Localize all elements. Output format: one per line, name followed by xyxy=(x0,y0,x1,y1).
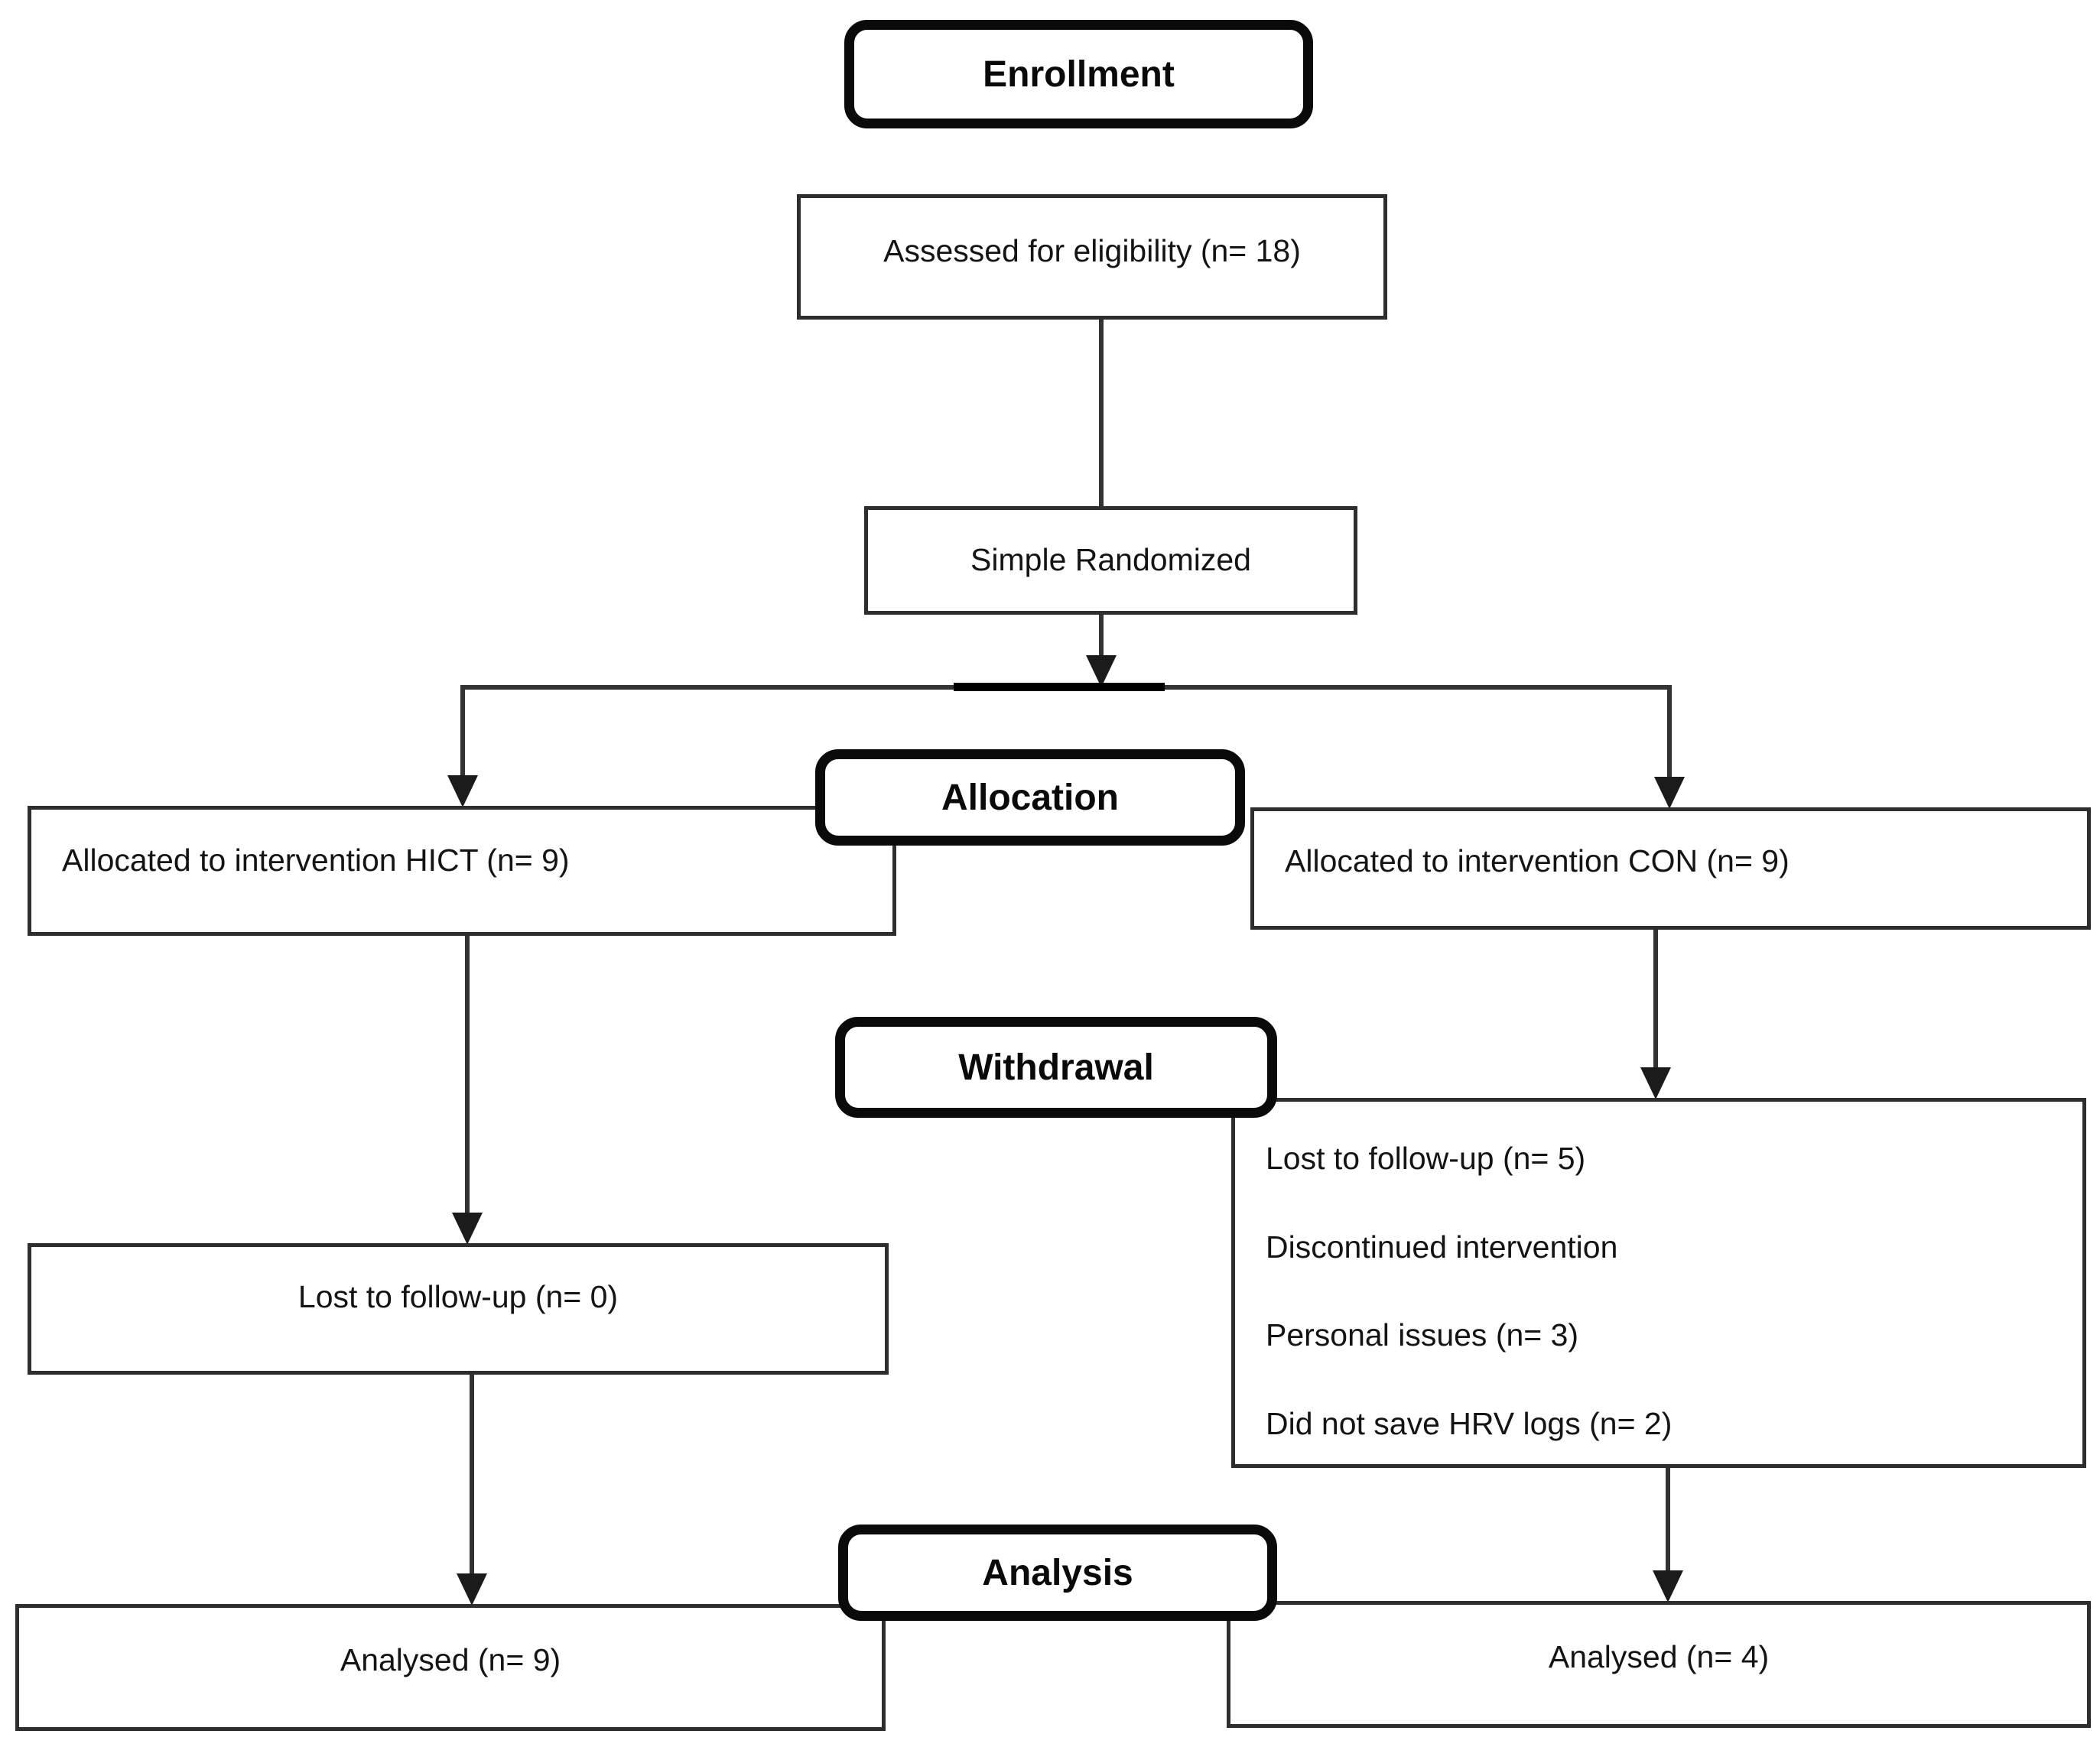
arrowhead-to-allocation-hict-icon xyxy=(447,775,478,807)
lost-followup-hict-box: Lost to follow-up (n= 0) xyxy=(28,1243,889,1375)
withdrawal-phase-label: Withdrawal xyxy=(958,1047,1154,1088)
randomized-label: Simple Randomized xyxy=(970,542,1251,578)
withdrawal-con-line-1: Lost to follow-up (n= 5) xyxy=(1266,1141,1586,1176)
arrowhead-to-analysed-hict-icon xyxy=(457,1573,487,1606)
analysed-hict-label: Analysed (n= 9) xyxy=(340,1642,561,1678)
withdrawal-con-line-4: Did not save HRV logs (n= 2) xyxy=(1266,1405,1673,1441)
allocation-phase-badge: Allocation xyxy=(815,749,1245,846)
analysed-hict-box: Analysed (n= 9) xyxy=(15,1604,886,1731)
arrowhead-to-allocation-con-icon xyxy=(1654,777,1685,809)
connector-split-to-con xyxy=(1667,685,1672,778)
analysis-phase-label: Analysis xyxy=(982,1552,1133,1593)
assessed-eligibility-box: Assessed for eligibility (n= 18) xyxy=(797,194,1387,320)
arrowhead-split-icon xyxy=(1086,655,1117,687)
connector-withdrawal-to-analysed-con xyxy=(1666,1466,1670,1572)
arrowhead-to-analysed-con-icon xyxy=(1653,1570,1683,1603)
connector-split-to-hict xyxy=(460,685,465,777)
allocation-con-box: Allocated to intervention CON (n= 9) xyxy=(1250,807,2091,930)
arrowhead-to-lost-hict-icon xyxy=(452,1213,483,1245)
connector-split-horizontal-center xyxy=(954,683,1165,691)
withdrawal-con-box: Lost to follow-up (n= 5) Discontinued in… xyxy=(1231,1098,2086,1468)
withdrawal-con-line-2: Discontinued intervention xyxy=(1266,1229,1618,1265)
allocation-hict-label: Allocated to intervention HICT (n= 9) xyxy=(62,843,570,878)
analysis-phase-badge: Analysis xyxy=(838,1525,1277,1621)
analysed-con-label: Analysed (n= 4) xyxy=(1548,1639,1770,1675)
connector-hict-to-lost xyxy=(465,934,470,1214)
randomized-box: Simple Randomized xyxy=(864,506,1357,615)
allocation-con-label: Allocated to intervention CON (n= 9) xyxy=(1285,843,1790,879)
withdrawal-con-line-3: Personal issues (n= 3) xyxy=(1266,1317,1579,1353)
connector-con-to-withdrawal xyxy=(1653,928,1658,1069)
arrowhead-to-withdrawal-con-icon xyxy=(1640,1067,1671,1099)
assessed-eligibility-label: Assessed for eligibility (n= 18) xyxy=(883,233,1301,269)
analysed-con-box: Analysed (n= 4) xyxy=(1227,1601,2091,1728)
enrollment-phase-label: Enrollment xyxy=(983,54,1175,95)
withdrawal-phase-badge: Withdrawal xyxy=(835,1017,1277,1118)
lost-followup-hict-label: Lost to follow-up (n= 0) xyxy=(297,1279,619,1315)
allocation-phase-label: Allocation xyxy=(941,777,1119,818)
allocation-hict-box: Allocated to intervention HICT (n= 9) xyxy=(28,806,896,936)
connector-randomized-to-split xyxy=(1099,613,1104,659)
enrollment-phase-badge: Enrollment xyxy=(844,20,1313,128)
connector-assessed-to-randomized xyxy=(1099,320,1104,508)
connector-lost-to-analysed-hict xyxy=(470,1373,474,1575)
